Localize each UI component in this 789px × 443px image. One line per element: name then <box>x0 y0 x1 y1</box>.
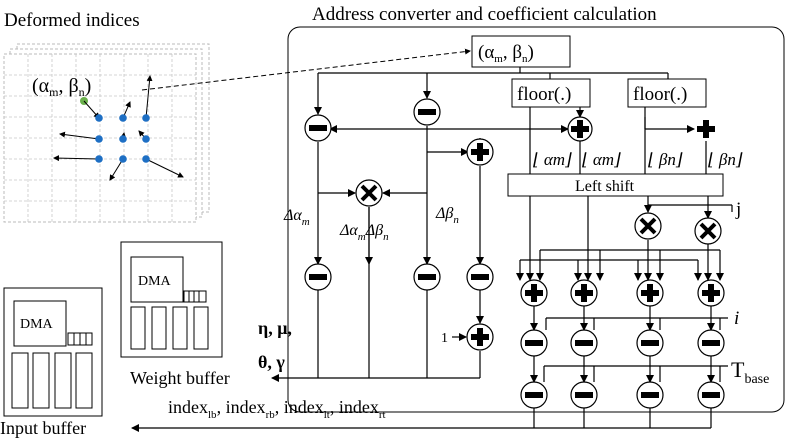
floor-alpha-label-b: ⌊ αm⌋ <box>582 150 621 169</box>
svg-text:(αm, βn): (αm, βn) <box>478 42 534 65</box>
multiply-op-node <box>355 179 383 207</box>
eta-mu-output-label: η, μ, <box>258 318 292 338</box>
operator-nodes <box>304 98 725 409</box>
svg-text:floor(.): floor(.) <box>633 84 687 105</box>
floor-box-alpha: floor(.) <box>511 78 591 108</box>
delta-alpha-label: Δαm <box>283 207 310 228</box>
minus-op-node <box>520 329 548 357</box>
minus-op-node <box>697 329 725 357</box>
dma-label-input: DMA <box>20 317 54 332</box>
plus-op-node <box>697 120 715 138</box>
sample-point <box>95 135 103 143</box>
t-base-label: Tbase <box>731 357 769 387</box>
floor-beta-label-a: ⌊ βn⌋ <box>648 150 683 169</box>
theta-gamma-output-label: θ, γ <box>258 352 285 372</box>
minus-op-node <box>570 329 598 357</box>
svg-text:floor(.): floor(.) <box>517 84 571 105</box>
plus-op-node <box>570 279 598 307</box>
minus-op-node <box>520 381 548 409</box>
deformed-indices-title: Deformed indices <box>4 10 140 31</box>
sample-point <box>142 155 150 163</box>
delta-beta-label: Δβn <box>435 205 459 226</box>
multiply-op-node <box>634 212 662 240</box>
main-block-title: Address converter and coefficient calcul… <box>312 4 657 25</box>
plus-op-node <box>466 323 494 351</box>
alpha-beta-input-box: (αm, βn) <box>471 35 571 68</box>
wiring <box>131 67 733 432</box>
sample-point <box>119 114 127 122</box>
minus-op-node <box>697 381 725 409</box>
minus-op-node <box>636 329 664 357</box>
plus-op-node <box>466 138 494 166</box>
left-shift-box: Left shift <box>507 173 724 197</box>
floor-beta-label-b: ⌊ βn⌋ <box>708 150 743 169</box>
minus-op-node <box>413 263 441 291</box>
coord-to-converter-arrow <box>141 48 471 91</box>
minus-op-node <box>413 98 441 126</box>
sample-point <box>95 114 103 122</box>
sample-point <box>95 155 103 163</box>
plus-op-node <box>697 279 725 307</box>
input-memory-block: DMA <box>3 287 103 417</box>
multiply-op-node <box>694 217 722 245</box>
delta-product-label: ΔαmΔβn <box>339 222 389 243</box>
sample-point <box>142 114 150 122</box>
svg-text:Left shift: Left shift <box>575 178 635 195</box>
sampling-points <box>95 114 150 163</box>
input-buffer-label: Input buffer <box>0 418 86 438</box>
sample-point <box>119 135 127 143</box>
plus-op-node <box>567 116 593 142</box>
index-output-label: indexlb, indexrb, indexlt, indexrt <box>168 397 386 421</box>
minus-op-node <box>570 381 598 409</box>
plus-op-node <box>636 279 664 307</box>
sample-point <box>142 135 150 143</box>
floor-box-beta: floor(.) <box>627 78 707 108</box>
weight-buffer-label: Weight buffer <box>130 368 230 388</box>
floor-alpha-label-a: ⌊ αm⌋ <box>533 150 572 169</box>
minus-op-node <box>466 263 494 291</box>
deformed-indices-panel: Deformed indices (αm, βn) <box>3 10 471 223</box>
address-converter-frame <box>287 26 785 413</box>
i-input-label: i <box>734 308 739 329</box>
j-input-label: j <box>735 199 741 220</box>
constant-one-label: 1 <box>441 331 448 346</box>
plus-op-node <box>520 279 548 307</box>
minus-op-node <box>636 381 664 409</box>
dma-label-weight: DMA <box>138 274 172 289</box>
minus-op-node <box>304 263 332 291</box>
sample-point <box>119 155 127 163</box>
weight-memory-block: DMA <box>120 241 223 358</box>
offset-vectors <box>53 75 184 181</box>
minus-op-node <box>304 114 332 142</box>
alpha-beta-coord-label: (αm, βn) <box>32 75 91 99</box>
